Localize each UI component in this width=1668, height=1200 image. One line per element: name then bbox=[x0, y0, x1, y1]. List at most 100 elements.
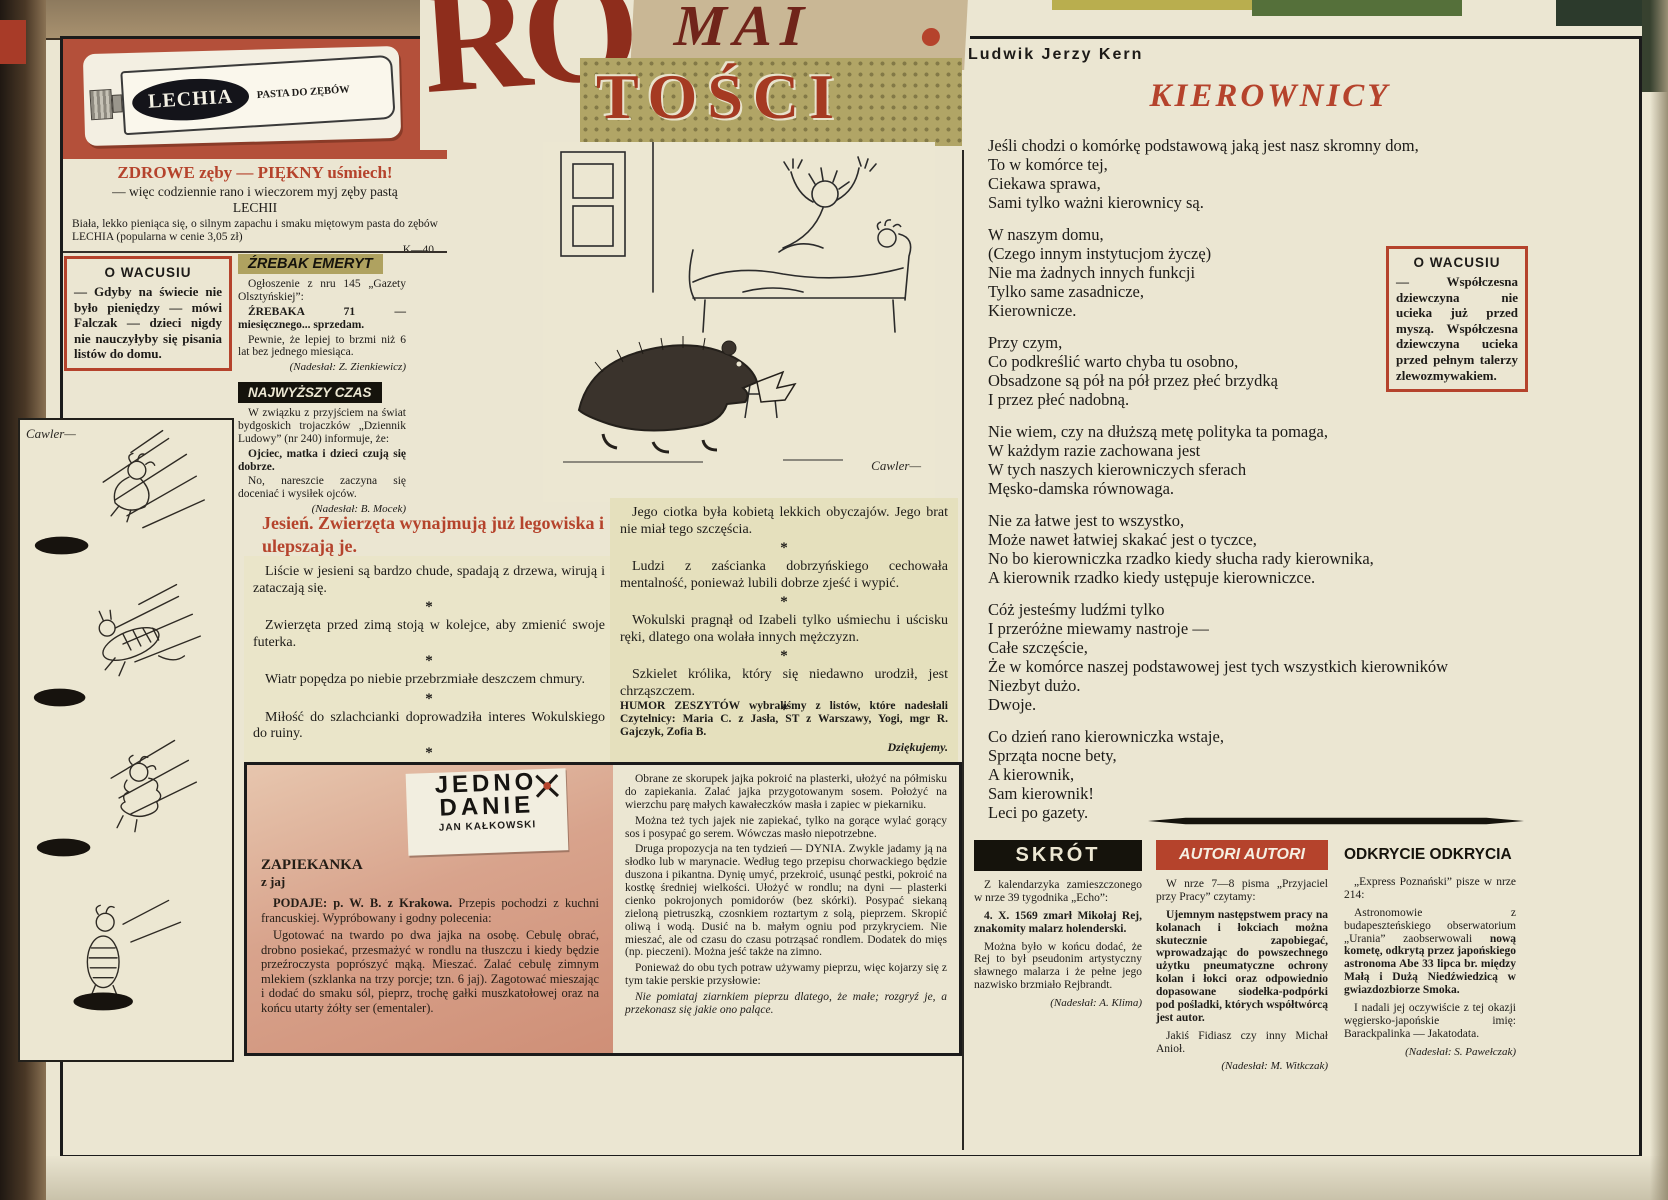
second-figure bbox=[876, 219, 902, 248]
aphorism: Miłość do szlachcianki doprowadziła inte… bbox=[253, 709, 605, 742]
ad-fine-print: Biała, lekko pieniąca się, o silnym zapa… bbox=[72, 218, 438, 256]
autori-credit: (Nadesłał: M. Witkczak) bbox=[1221, 1060, 1328, 1073]
bear-cartoon-svg bbox=[560, 141, 912, 463]
skrot-p1: Z kalendarzyka zamieszczonego w nrze 39 … bbox=[974, 879, 1142, 904]
najwyzszy-quote: Ojciec, matka i dzieci czują się dobrze. bbox=[238, 447, 406, 473]
masthead: RO MAI TOŚCI bbox=[416, 0, 970, 150]
poem-stanza: Przy czym, Co podkreślić warto chyba tu … bbox=[988, 333, 1279, 409]
masthead-olive-dotted-block: TOŚCI bbox=[580, 58, 962, 146]
column-divider-rule bbox=[962, 40, 964, 1150]
aphorism: Szkielet królika, który się niedawno uro… bbox=[620, 667, 948, 699]
zrebak-header: ŹREBAK EMERYT bbox=[238, 254, 383, 274]
wacusiu-left-text: — Gdyby na świecie nie było pieniędzy — … bbox=[74, 284, 222, 362]
star-separator: * bbox=[425, 599, 433, 616]
skrot-body: Z kalendarzyka zamieszczonego w nrze 39 … bbox=[974, 879, 1142, 1009]
strip-panel-3-curly-creature-jumping bbox=[36, 739, 197, 857]
recipe-subtitle: z jaj bbox=[261, 874, 286, 889]
aphorism: Ludzi z zaścianka dobrzyńskiego cechował… bbox=[620, 559, 948, 591]
odkrycie-body: „Express Poznański” pisze w nrze 214: As… bbox=[1344, 876, 1516, 1058]
recipe-right-column: Obrane ze skorupek jajka pokroić na plas… bbox=[625, 773, 947, 1020]
autori-body: W nrze 7—8 pisma „Przyjaciel przy Pracy”… bbox=[1156, 878, 1328, 1073]
recipe-left-body: PODAJE: p. W. B. z Krakowa. Przepis poch… bbox=[261, 896, 599, 1015]
star-separator: * bbox=[780, 540, 788, 557]
odkrycie-p3: I nadali jej oczywiście z tej okazji węg… bbox=[1344, 1001, 1516, 1040]
zrebak-body: Ogłoszenie z nru 145 „Gazety Olsztyńskie… bbox=[238, 278, 406, 374]
humor-right-tint bbox=[610, 498, 958, 762]
spine-red-patch bbox=[0, 20, 26, 64]
autori-p1: W nrze 7—8 pisma „Przyjaciel przy Pracy”… bbox=[1156, 878, 1328, 903]
masthead-letters-tosci: TOŚCI bbox=[596, 61, 845, 132]
ad-fine-text: Biała, lekko pieniąca się, o silnym zapa… bbox=[72, 218, 438, 243]
poem-stanza: Nie wiem, czy na dłuższą metę polityka t… bbox=[988, 422, 1328, 498]
crossed-utensils-icon bbox=[535, 774, 560, 798]
odkrycie-credit: (Nadesłał: S. Pawełczak) bbox=[1405, 1045, 1516, 1058]
hole bbox=[36, 838, 91, 857]
star-separator: * bbox=[425, 744, 433, 761]
recipe-paragraph: Ponieważ do obu tych potraw używamy piep… bbox=[625, 962, 947, 988]
toothpaste-tube-illustration: LECHIA PASTA DO ZĘBÓW bbox=[88, 54, 396, 137]
hole bbox=[73, 992, 133, 1011]
wacusiu-left-title: O WACUSIU bbox=[104, 265, 192, 280]
brand-label: LECHIA bbox=[130, 75, 251, 124]
room bbox=[560, 141, 654, 293]
poem-text: Jeśli chodzi o komórkę podstawową jaką j… bbox=[988, 136, 1588, 835]
star-separator: * bbox=[780, 594, 788, 611]
skrot-p3: Można było w końcu dodać, że Rej to był … bbox=[974, 940, 1142, 992]
zrebak-intro: Ogłoszenie z nru 145 „Gazety Olsztyńskie… bbox=[238, 278, 406, 303]
odkrycie-p1: „Express Poznański” pisze w nrze 214: bbox=[1344, 876, 1516, 901]
autori-p3: Jakiś Fidiasz czy inny Michał Anioł. bbox=[1156, 1029, 1328, 1055]
tube-body: LECHIA PASTA DO ZĘBÓW bbox=[120, 54, 396, 136]
bear-cartoon: Cawler— bbox=[543, 141, 935, 502]
skrot-column: SKRÓT Z kalendarzyka zamieszczonego w nr… bbox=[974, 840, 1142, 1009]
recipe-proverb: Nie pomiataj ziarnkiem pieprzu dlatego, … bbox=[625, 991, 947, 1016]
tube-cap bbox=[89, 88, 114, 121]
toothpaste-tube-card: LECHIA PASTA DO ZĘBÓW bbox=[82, 45, 402, 147]
najwyzszy-czas-section: NAJWYŻSZY CZAS W związku z przyjściem na… bbox=[238, 382, 406, 515]
poem-stanza: Co dzień rano kierowniczka wstaje, Sprzą… bbox=[988, 727, 1224, 822]
bear-eye bbox=[736, 361, 742, 367]
star-separator: * bbox=[780, 702, 788, 719]
strip-panel-1-creature-jumping-into-hole bbox=[34, 429, 205, 555]
recipe-box: JEDNO DANIE JAN KAŁKOWSKI ZAPIEKANKA z j… bbox=[244, 762, 962, 1056]
star-separator: * bbox=[425, 690, 433, 707]
zrebak-emeryt-section: ŹREBAK EMERYT Ogłoszenie z nru 145 „Gaze… bbox=[238, 254, 406, 374]
strip-panel-2-striped-animal-leaping bbox=[33, 583, 201, 707]
recipe-by-bold: PODAJE: p. W. B. z Krakowa. bbox=[273, 896, 453, 910]
humor-left-tint bbox=[244, 556, 610, 762]
top-edge-strip-green bbox=[1252, 0, 1462, 16]
aphorism: Wokulski pragnął od Izabeli tylko uśmiec… bbox=[620, 613, 948, 645]
tapered-divider-rule bbox=[1148, 817, 1524, 825]
wacusiu-right-box: O WACUSIU — Współczesna dziewczyna nie u… bbox=[1386, 246, 1528, 393]
recipe-by-rest: Przepis pochodzi z kuchni francuskiej. W… bbox=[261, 896, 599, 925]
recipe-title: ZAPIEKANKA bbox=[261, 857, 363, 873]
hole bbox=[33, 688, 86, 707]
top-edge-strip-yellow bbox=[1052, 0, 1252, 10]
top-page-edge-band bbox=[46, 0, 438, 40]
bed bbox=[688, 233, 912, 333]
hole bbox=[34, 536, 89, 555]
floor-lines bbox=[563, 459, 843, 463]
star-separator: * bbox=[425, 653, 433, 670]
cartoonist-signature: Cawler— bbox=[26, 426, 76, 441]
aphorism: Wiatr popędza po niebie przebrzmiałe des… bbox=[265, 672, 585, 688]
skrot-header: SKRÓT bbox=[974, 840, 1142, 871]
startled-sleeper bbox=[782, 156, 877, 249]
najwyzszy-body: W związku z przyjściem na świat bydgoski… bbox=[238, 407, 406, 515]
ad-separator-rule bbox=[63, 251, 447, 253]
autori-header: AUTORI AUTORI bbox=[1156, 840, 1328, 870]
product-label: PASTA DO ZĘBÓW bbox=[256, 83, 351, 101]
humor-credits: HUMOR ZESZYTÓW wybraliśmy z listów, któr… bbox=[620, 700, 948, 755]
skrot-p2: 4. X. 1569 zmarł Mikołaj Rej, znakomity … bbox=[974, 909, 1142, 935]
aphorism: Jego ciotka była kobietą lekkich obyczaj… bbox=[620, 505, 948, 537]
odkrycie-column: ODKRYCIE ODKRYCIA „Express Poznański” pi… bbox=[1344, 840, 1516, 1058]
zrebak-comment: Pewnie, że lepiej to brzmi niż 6 lat bez… bbox=[238, 333, 406, 359]
humor-headline: Jesień. Zwierzęta wynajmują już legowisk… bbox=[262, 513, 604, 557]
bear-open-mouth bbox=[756, 370, 797, 403]
poem-author: Ludwik Jerzy Kern bbox=[968, 46, 1144, 63]
humor-thanks: Dziękujemy. bbox=[887, 739, 948, 754]
najwyzszy-comment: No, nareszcie zaczyna się doceniać i wys… bbox=[238, 475, 406, 501]
jedno-danie-logo: JEDNO DANIE JAN KAŁKOWSKI bbox=[405, 768, 569, 856]
autori-p2: Ujemnym następstwem pracy na kolanach i … bbox=[1156, 908, 1328, 1024]
wacusiu-right-text: — Współczesna dziewczyna nie ucieka już … bbox=[1396, 274, 1518, 383]
